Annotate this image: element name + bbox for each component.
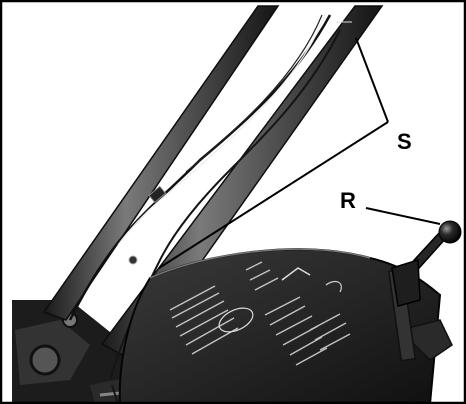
tine-shield [118,248,453,404]
handle-tube-left [42,5,280,321]
depth-lever [391,220,462,307]
callout-leader-lines [158,37,441,269]
cable-clip [128,185,167,265]
callout-label-s: S [397,129,412,154]
lever-knob [438,220,462,244]
leader-r [365,207,441,225]
leader-s-upper [355,37,389,123]
leader-s-lower [158,121,389,269]
callout-label-r: R [340,188,356,213]
